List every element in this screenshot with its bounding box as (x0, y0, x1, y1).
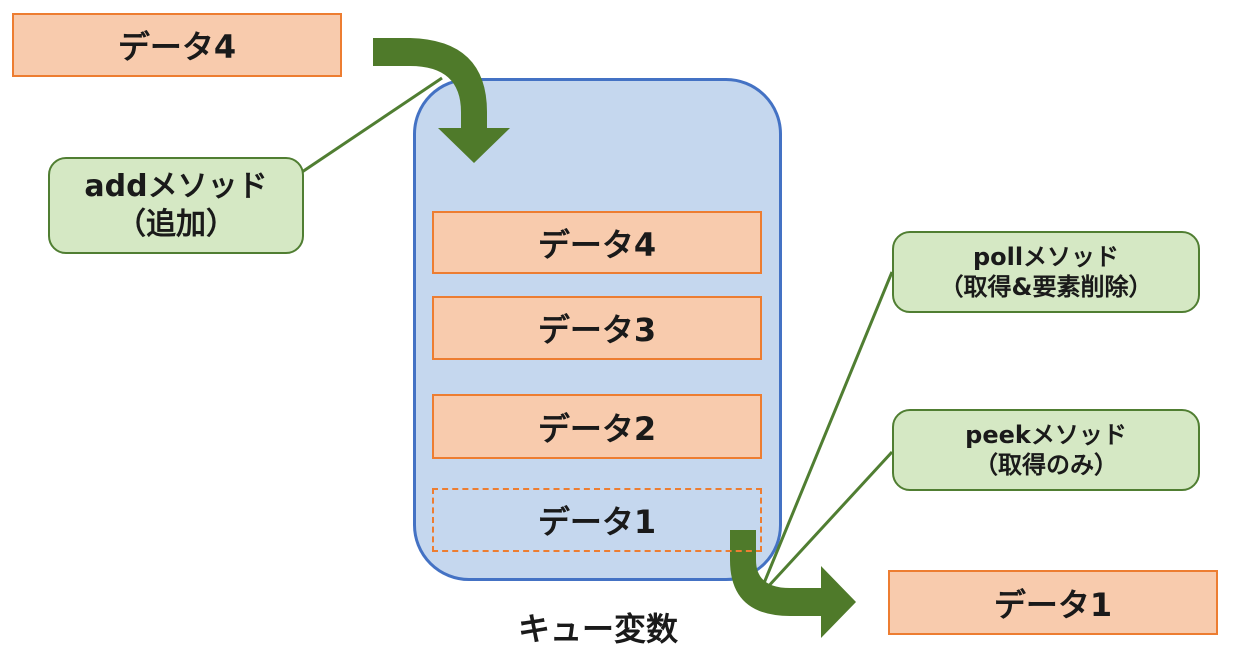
peek-method-name: peekメソッド (965, 421, 1127, 449)
queue-item: データ2 (432, 394, 762, 459)
queue-item-removed: データ1 (432, 488, 762, 552)
incoming-data-label: データ4 (117, 28, 237, 66)
queue-item-label: データ4 (537, 225, 657, 264)
poll-method-name: pollメソッド (972, 243, 1120, 271)
add-arrow (373, 38, 510, 163)
queue-item-label: データ2 (537, 409, 657, 448)
queue-item: データ3 (432, 296, 762, 360)
outgoing-data-label: データ1 (993, 585, 1113, 624)
add-callout-connector (301, 76, 443, 174)
queue-item-label: データ3 (537, 311, 657, 349)
add-method-callout: addメソッド （追加） (48, 157, 304, 254)
remove-arrow (730, 530, 856, 638)
peek-method-callout: peekメソッド （取得のみ） (892, 409, 1200, 491)
poll-method-callout: pollメソッド （取得&要素削除） (892, 231, 1200, 313)
add-method-name: addメソッド (84, 169, 268, 204)
queue-item-label: データ1 (537, 503, 657, 541)
peek-callout-connector (763, 450, 894, 592)
incoming-data-box: データ4 (12, 13, 342, 77)
add-method-desc: （追加） (116, 206, 236, 242)
peek-method-desc: （取得のみ） (974, 451, 1118, 479)
queue-caption: キュー変数 (517, 610, 678, 648)
queue-item: データ4 (432, 211, 762, 274)
outgoing-data-box: データ1 (888, 570, 1218, 635)
poll-callout-connector (760, 271, 894, 589)
poll-method-desc: （取得&要素削除） (939, 273, 1153, 301)
